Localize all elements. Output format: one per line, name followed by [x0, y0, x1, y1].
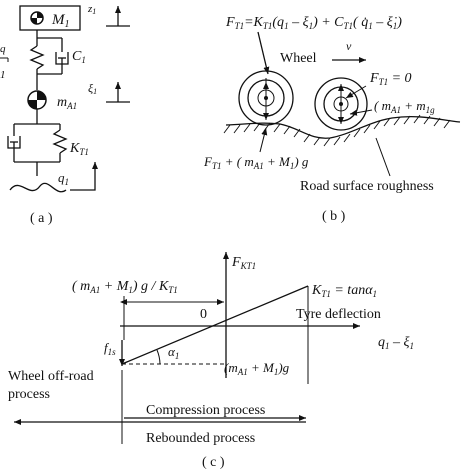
slope-label: KT1 = tanα1	[311, 283, 377, 299]
y-axis-label: FKT1	[231, 255, 256, 271]
z1-label: z1	[87, 3, 96, 16]
wheel-off-road	[314, 77, 368, 131]
bottom-force-label: FT1 + ( mA1 + M1) g	[203, 154, 309, 171]
left-fragment-top: q	[0, 43, 6, 55]
bottom-force-pointer	[259, 127, 268, 153]
caption-a: ( a )	[30, 211, 53, 226]
panel-b: FT1=KT1(q1 – ξ1) + CT1( q̇1 – ξ̇1) Wheel…	[203, 15, 461, 224]
angle-arc	[156, 349, 161, 365]
offroad-label-line1: Wheel off-road	[8, 369, 94, 384]
wheel-in-contact	[238, 70, 294, 126]
tyre-spring-label: KT1	[69, 141, 89, 157]
tyre-spring	[52, 129, 68, 154]
x-axis-label: q1 – ξ1	[378, 335, 414, 351]
caption-c: ( c )	[202, 455, 225, 470]
f1s-label: f1s	[104, 340, 116, 357]
sprung-mass-block	[19, 5, 81, 31]
road-surface	[225, 116, 461, 139]
rebound-label: Rebounded process	[146, 431, 255, 446]
stiffness-line	[121, 285, 309, 365]
road-input-arrow	[70, 162, 98, 191]
road-profile	[9, 182, 67, 193]
road-label-pointer	[375, 137, 391, 177]
road-input-label: q1	[58, 170, 69, 187]
right-mass-label: ( mA1 + m1g	[374, 98, 435, 115]
static-deflection-expr: ( mA1 + M1) g / KT1	[72, 279, 178, 295]
compression-label: Compression process	[146, 403, 265, 418]
suspension-spring	[29, 45, 45, 70]
velocity-label: v	[346, 39, 352, 53]
road-roughness-label: Road surface roughness	[300, 179, 434, 194]
damper-label: C1	[72, 49, 86, 65]
xi1-label: ξ1	[88, 81, 97, 96]
panel-a: M1 z1 q 1 C1 mA1 ξ1	[0, 3, 130, 226]
tyre-force-equation: FT1=KT1(q1 – ξ1) + CT1( q̇1 – ξ̇1)	[225, 15, 402, 31]
wheel-mass-label: mA1	[57, 95, 77, 111]
left-fragment-bottom: 1	[0, 69, 6, 81]
offroad-label-line2: process	[8, 387, 50, 402]
tyre-deflection-label: Tyre deflection	[296, 307, 381, 322]
sprung-mass-label: M1	[51, 12, 70, 30]
angle-label: α1	[168, 344, 179, 361]
wheel-label: Wheel	[280, 51, 317, 66]
static-load-label: (mA1 + M1)g	[224, 360, 290, 377]
zero-force-label: FT1 = 0	[369, 71, 412, 87]
origin-label: 0	[200, 307, 207, 322]
equation-pointer-arrow	[257, 31, 270, 75]
panel-c: FKT1 KT1 = tanα1 ( mA1 + M1) g / KT1 0 T…	[8, 252, 414, 470]
caption-b: ( b )	[322, 209, 346, 224]
